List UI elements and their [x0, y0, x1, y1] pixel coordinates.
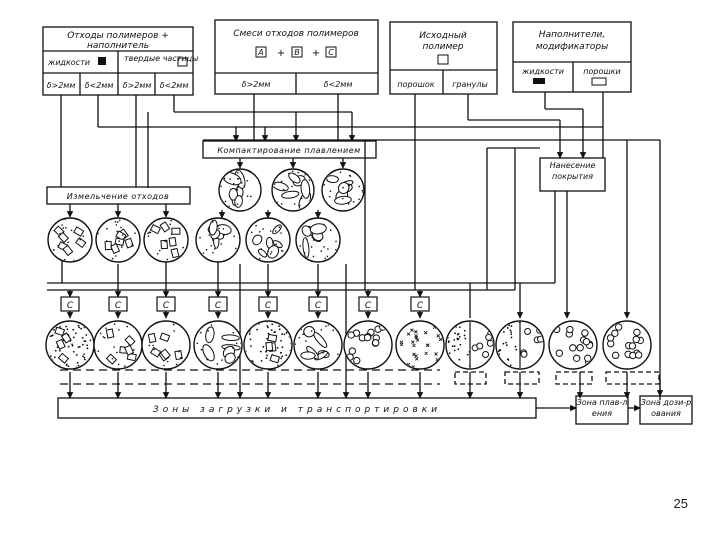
- mixer-box: С: [358, 296, 378, 312]
- mixer-label: С: [67, 301, 74, 311]
- ground-particles-circle: [245, 217, 291, 263]
- ground-particles-circle: [47, 217, 93, 263]
- source-box-polymer-waste-fillers: [42, 26, 194, 96]
- ground-particles-circle: [143, 217, 189, 263]
- coating-label: Нанесение покрытия: [549, 161, 596, 181]
- mixture-circle: [602, 320, 652, 370]
- mixer-box: С: [410, 296, 430, 312]
- liquid-filler-icon: [533, 78, 545, 84]
- box3-title-line2: полимер: [422, 42, 463, 52]
- box4-title-line2: модификаторы: [536, 42, 608, 52]
- mixture-circle: [243, 320, 293, 370]
- mixer-box: С: [208, 296, 228, 312]
- box2-formula-c: C: [328, 48, 334, 57]
- mixer-label: С: [115, 301, 122, 311]
- box1-title-line1: Отходы полимеров +: [67, 31, 169, 41]
- box3-title-line1: Исходный: [419, 31, 467, 41]
- compacted-particles-circle: [218, 168, 262, 212]
- compacted-particles-circle: [321, 168, 365, 212]
- mixer-label: С: [315, 301, 322, 311]
- mixer-box: С: [156, 296, 176, 312]
- mixture-circle: [495, 320, 545, 370]
- mixer-label: С: [417, 301, 424, 311]
- box3-granules: гранулы: [452, 80, 488, 89]
- mixer-label: С: [215, 301, 222, 311]
- mixture-circle: [45, 320, 95, 370]
- mixture-circle: [445, 320, 495, 370]
- polymer-square-icon: [437, 54, 449, 65]
- mixer-box: С: [60, 296, 80, 312]
- ground-particles-circle: [195, 217, 241, 263]
- box2-formula-b: B: [294, 48, 300, 57]
- ground-particles-circle: [295, 217, 341, 263]
- mixture-circle: [395, 320, 445, 370]
- box1-fraction-4: δ<2мм: [160, 81, 189, 90]
- box1-title-line2: наполнитель: [87, 41, 149, 51]
- compacted-particles-circle: [271, 168, 315, 212]
- mixer-box: С: [258, 296, 278, 312]
- zone-dosing-label: Зона дози-рования: [640, 398, 692, 418]
- box1-fraction-1: δ>2мм: [47, 81, 76, 90]
- liquid-square-icon: [98, 57, 106, 65]
- box2-fraction-1: δ>2мм: [242, 80, 271, 89]
- mixture-circle: [93, 320, 143, 370]
- mixer-box: С: [108, 296, 128, 312]
- box4-title-line1: Наполнители,: [539, 30, 605, 40]
- zone-loading-label: Зоны загрузки и транспортировки: [153, 405, 441, 415]
- box2-formula-a: A: [257, 48, 263, 57]
- coating-box: [539, 157, 606, 192]
- ground-particles-circle: [95, 217, 141, 263]
- compaction-label: Компактирование плавлением: [217, 146, 360, 155]
- powder-filler-icon: [591, 77, 607, 86]
- mixer-box: С: [308, 296, 328, 312]
- source-box-mixed-polymer-waste: [214, 19, 379, 95]
- box1-solids: твердые частицы: [124, 54, 198, 63]
- zone-melting-label: Зона плав-ления: [576, 398, 628, 418]
- mixture-circle: [193, 320, 243, 370]
- box1-fraction-3: δ>2мм: [123, 81, 152, 90]
- mixer-label: С: [163, 301, 170, 311]
- box2-formula-plus2: +: [312, 48, 320, 59]
- mixture-circle: [343, 320, 393, 370]
- box2-formula-plus1: +: [277, 48, 285, 59]
- mixture-circle: [141, 320, 191, 370]
- compaction-box: [202, 140, 377, 159]
- box4-liquids: жидкости: [521, 67, 564, 76]
- box1-fraction-2: δ<2мм: [85, 81, 114, 90]
- mixer-label: С: [265, 301, 272, 311]
- mixer-label: С: [365, 301, 372, 311]
- box3-powder: порошок: [397, 80, 434, 89]
- source-box-fillers-modifiers: [512, 21, 632, 93]
- source-box-virgin-polymer: [389, 21, 498, 95]
- page-number: 25: [673, 496, 688, 511]
- mixture-circle: [293, 320, 343, 370]
- box1-liquids: жидкости: [47, 58, 90, 67]
- particle-circles: [45, 168, 652, 370]
- box4-powders: порошки: [583, 67, 620, 76]
- box2-fraction-2: δ<2мм: [324, 80, 353, 89]
- comminution-label: Измельчение отходов: [67, 192, 169, 201]
- mixture-circle: [548, 320, 598, 370]
- solid-particle-icon: [177, 57, 188, 67]
- box2-title: Смеси отходов полимеров: [233, 29, 359, 39]
